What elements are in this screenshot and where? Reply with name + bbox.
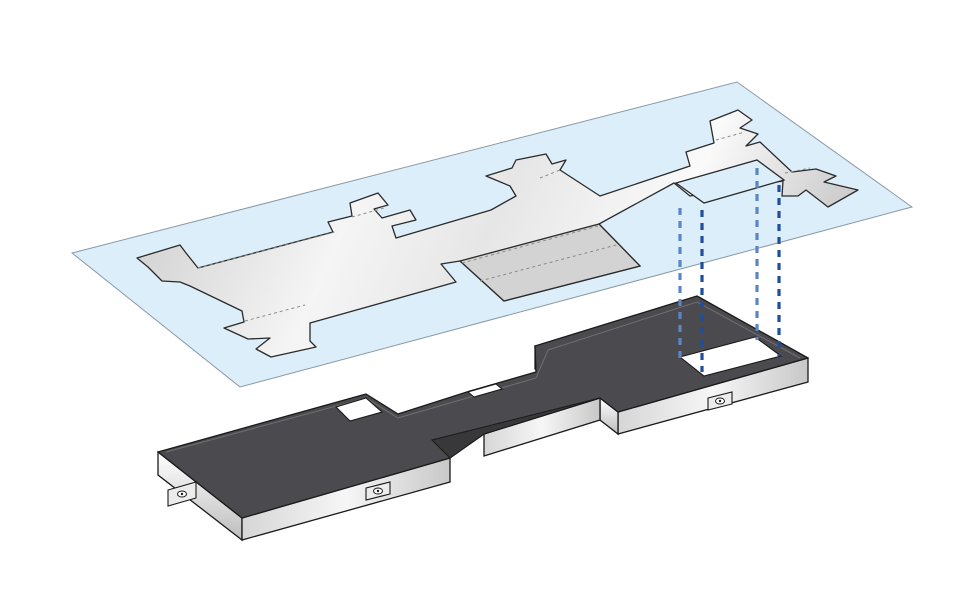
screw-tab-left xyxy=(167,481,197,507)
alignment-guides xyxy=(678,168,781,372)
screw-tab-center xyxy=(365,481,391,501)
fold-line xyxy=(715,131,746,141)
tray-cutout-left xyxy=(334,397,384,422)
tray-cutout-right xyxy=(678,336,783,377)
battery-tray xyxy=(157,295,809,542)
fold-line xyxy=(244,304,306,322)
fold-line xyxy=(784,167,811,174)
fold-line xyxy=(479,243,621,282)
tray-channel xyxy=(431,397,601,459)
screw-tab-right xyxy=(707,391,733,411)
foil-shield-outline xyxy=(136,109,859,358)
tray-cutout-slot xyxy=(466,383,504,398)
